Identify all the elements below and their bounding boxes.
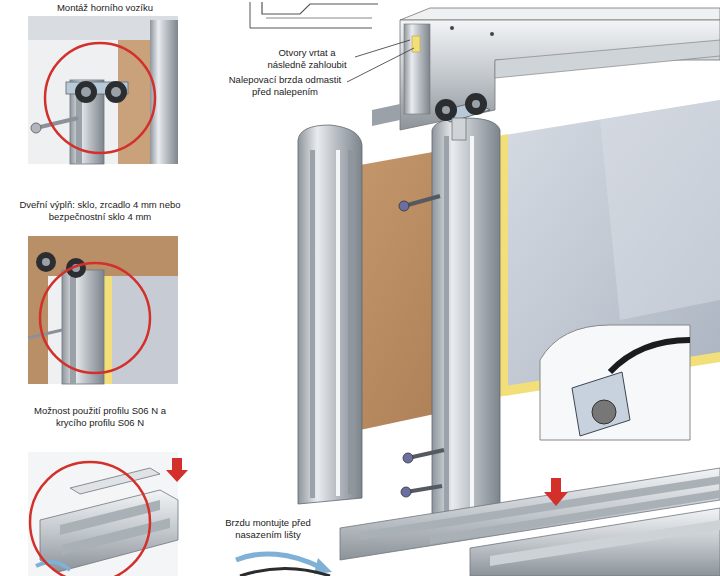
mounting-arrows	[236, 554, 332, 576]
detail-bottom-rail	[28, 452, 188, 576]
callout-label: Možnost použití profilu S06 N a krycího …	[22, 404, 178, 430]
detail-door-fill	[28, 236, 178, 384]
callout-label: Dveřní výplň: sklo, zrcadlo 4 mm nebo be…	[16, 198, 184, 224]
leader-line	[347, 48, 414, 82]
screws	[399, 196, 444, 497]
drill-hole-inset	[250, 2, 378, 28]
callout-label: Otvory vrtat a následně zahloubit	[262, 46, 352, 72]
bottom-rail	[340, 468, 720, 576]
door-profile	[432, 93, 500, 520]
handle-profile	[298, 125, 362, 504]
brake-detail	[540, 325, 690, 440]
callout-label: Brzdu montujte před nasazením lišty	[210, 516, 326, 542]
callout-label: Montáž horního vozíku	[30, 1, 180, 15]
detail-top-carriage	[28, 16, 178, 164]
callout-label: Nalepovací brzda odmastit před nalepením	[226, 73, 344, 99]
